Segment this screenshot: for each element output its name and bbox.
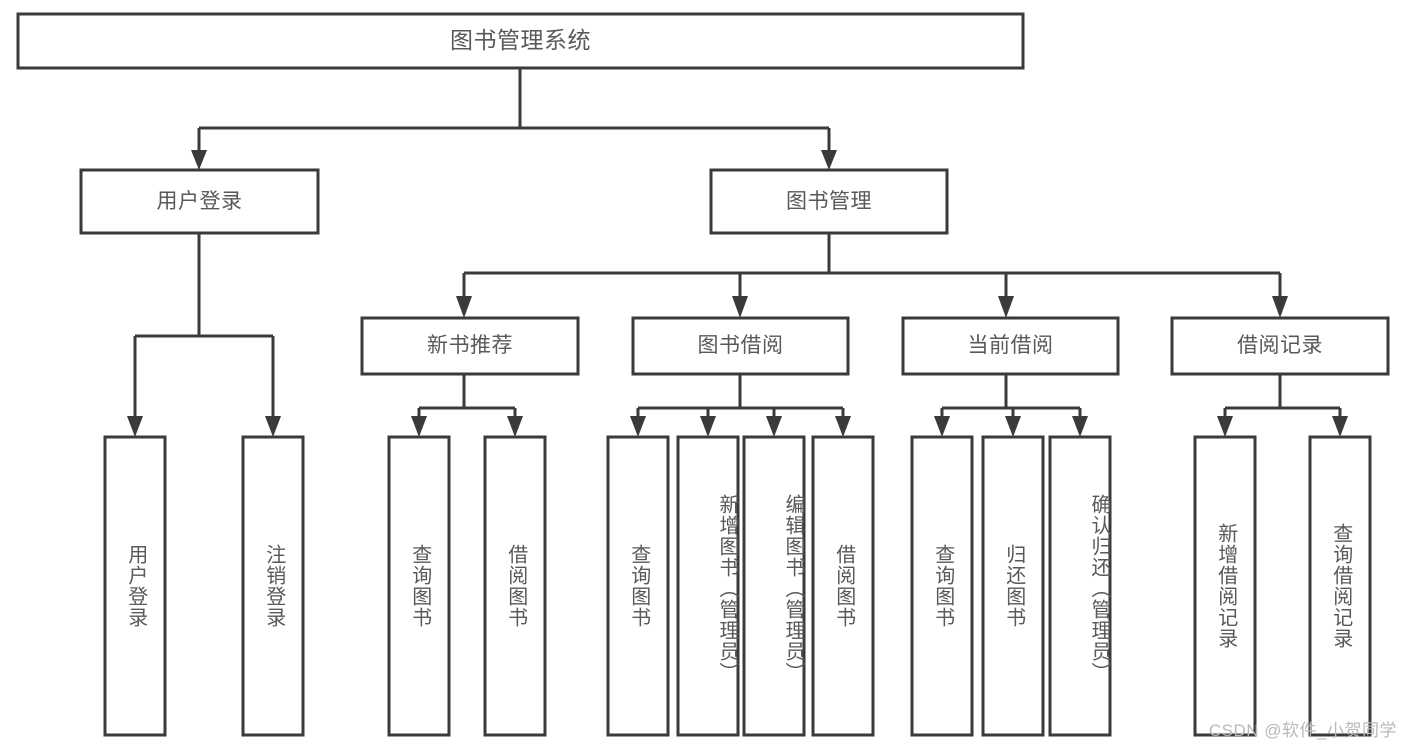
arrowhead-nbr-borrow-book [507,416,523,437]
arrowhead-book-borrow [732,296,748,318]
node-box-new-book-rec[interactable] [360,316,580,376]
arrowhead-borrow-record [1272,296,1288,318]
node-box-book-manage[interactable] [709,168,949,235]
node-box-user-logout[interactable] [241,435,305,737]
arrowhead-cb-return-book [1005,416,1021,437]
node-box-user-login[interactable] [79,168,320,235]
arrowhead-br-query-record [1332,416,1348,437]
node-box-br-query-record[interactable] [1308,435,1372,737]
node-box-bb-query-book[interactable] [606,435,670,737]
node-box-nbr-query-book[interactable] [387,435,451,737]
arrowhead-user-logout [265,416,281,437]
arrowhead-user-login [191,150,207,170]
arrowhead-cb-confirm-return [1072,416,1088,437]
arrowhead-new-book-rec [456,296,472,318]
node-box-bb-add-book[interactable] [676,435,740,737]
arrowhead-current-borrow [998,296,1014,318]
node-box-current-borrow[interactable] [901,316,1120,376]
node-box-nbr-borrow-book[interactable] [483,435,547,737]
arrowhead-bb-add-book [700,416,716,437]
node-box-book-borrow[interactable] [631,316,850,376]
connectors-layer [127,68,1348,437]
boxes-layer [16,12,1390,737]
node-box-cb-query-book[interactable] [910,435,974,737]
node-box-cb-return-book[interactable] [981,435,1045,737]
arrowhead-book-manage [821,150,837,170]
arrowhead-user-login-do [127,416,143,437]
node-box-cb-confirm-return[interactable] [1048,435,1112,737]
arrowhead-bb-edit-book [766,416,782,437]
node-box-bb-edit-book[interactable] [742,435,806,737]
node-box-root[interactable] [16,12,1025,70]
arrowhead-bb-borrow-book [835,416,851,437]
node-box-user-login-do[interactable] [103,435,167,737]
arrowhead-nbr-query-book [411,416,427,437]
node-box-br-add-record[interactable] [1193,435,1257,737]
arrowhead-bb-query-book [630,416,646,437]
node-box-borrow-record[interactable] [1170,316,1390,376]
node-box-bb-borrow-book[interactable] [811,435,875,737]
arrowhead-br-add-record [1217,416,1233,437]
arrowhead-cb-query-book [934,416,950,437]
